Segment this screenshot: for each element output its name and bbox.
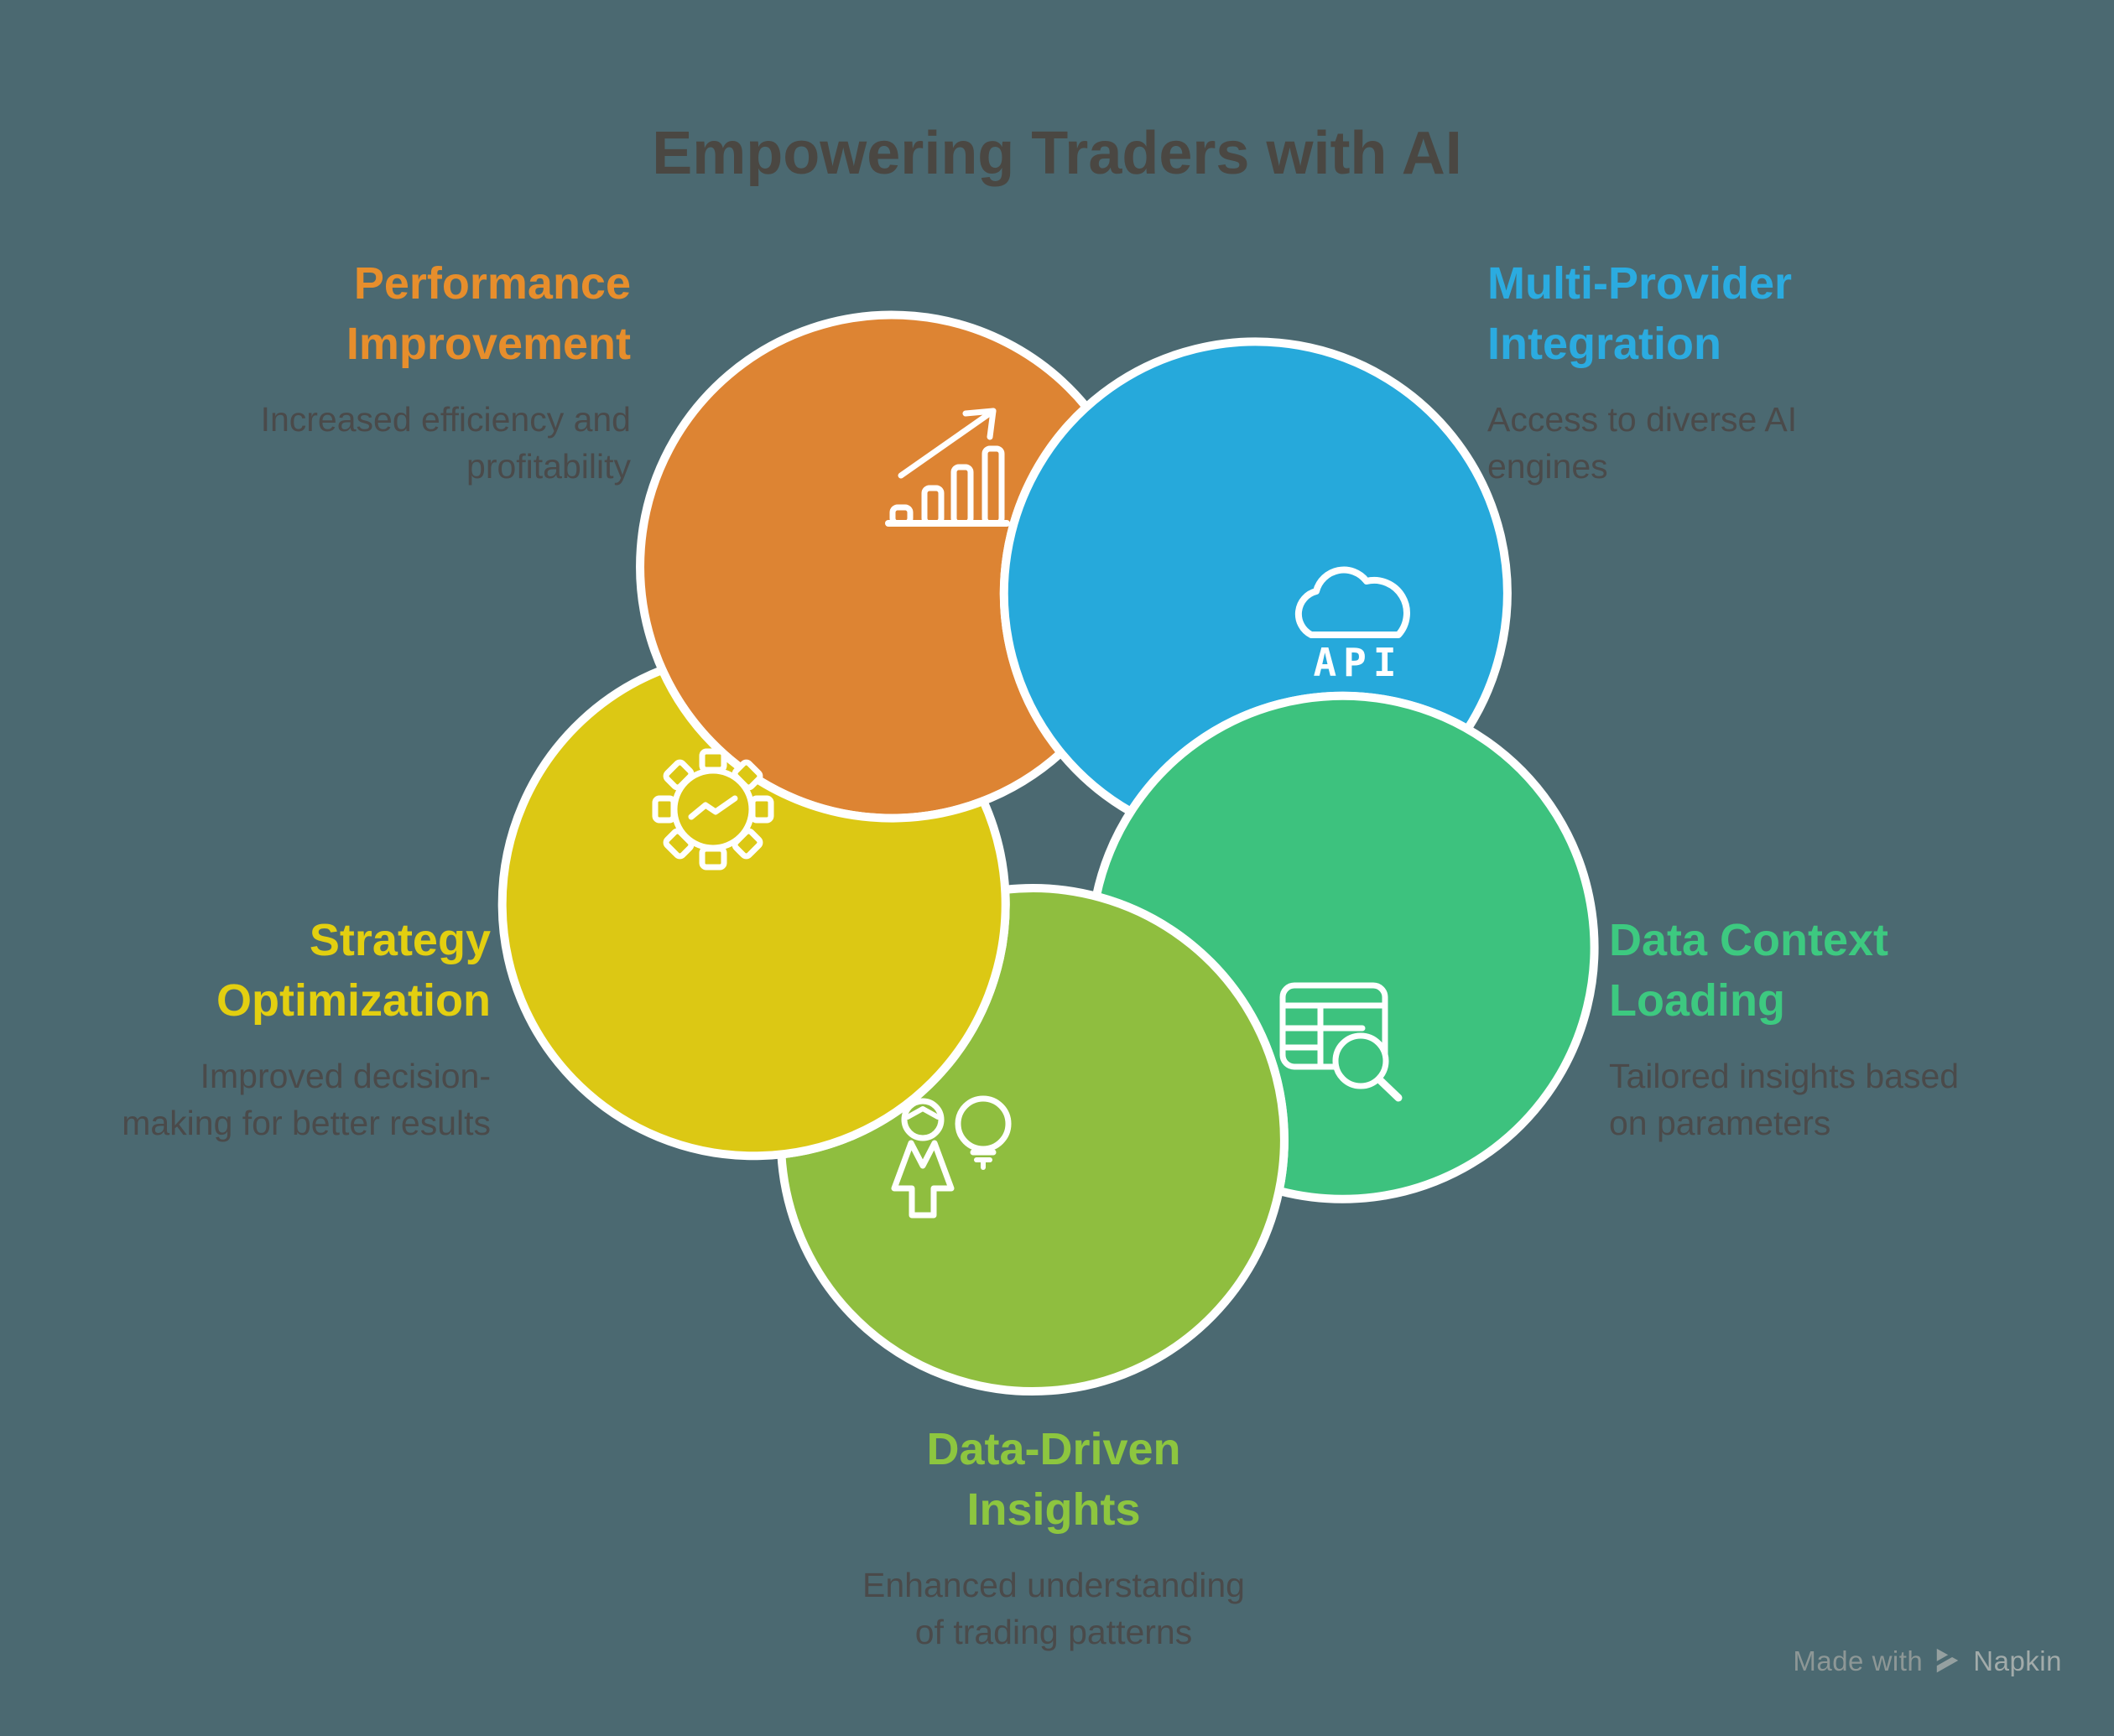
table-search-icon bbox=[1279, 982, 1403, 1102]
watermark-made-with: Made with bbox=[1793, 1645, 1924, 1676]
label-title: Data Context Loading bbox=[1609, 915, 1889, 1026]
label-body: Enhanced understanding of trading patter… bbox=[862, 1566, 1245, 1651]
label-strategy-optimization: Strategy Optimization Improved decision-… bbox=[63, 910, 491, 1146]
label-data-context-loading: Data Context Loading Tailored insights b… bbox=[1609, 910, 2045, 1146]
label-title: Performance Improvement bbox=[346, 258, 631, 369]
napkin-logo-icon bbox=[1934, 1648, 1962, 1676]
label-body: Access to diverse AI engines bbox=[1487, 400, 1798, 486]
label-title: Data-Driven Insights bbox=[926, 1424, 1181, 1535]
label-data-driven-insights: Data-Driven Insights Enhanced understand… bbox=[760, 1419, 1347, 1655]
gear-tooth bbox=[699, 845, 727, 871]
watermark-brand: Napkin bbox=[1973, 1645, 2062, 1676]
label-body: Improved decision- making for better res… bbox=[122, 1057, 491, 1142]
person-icon bbox=[891, 1098, 955, 1219]
label-body: Tailored insights based on parameters bbox=[1609, 1057, 1960, 1142]
pinwheel-petals bbox=[497, 310, 1599, 1396]
label-title: Multi-Provider Integration bbox=[1487, 258, 1793, 369]
cloud-api-icon: API bbox=[1294, 566, 1410, 685]
label-body: Increased efficiency and profitability bbox=[260, 400, 631, 486]
page-title: Empowering Traders with AI bbox=[652, 120, 1462, 187]
gear-tooth bbox=[652, 795, 677, 824]
lightbulb-icon bbox=[955, 1095, 1012, 1170]
gear-tooth bbox=[749, 795, 774, 824]
gear-tooth bbox=[699, 748, 727, 773]
label-performance-improvement: Performance Improvement Increased effici… bbox=[237, 253, 631, 490]
label-multi-provider-integration: Multi-Provider Integration Access to div… bbox=[1487, 253, 1898, 490]
api-label: API bbox=[1313, 640, 1403, 685]
person-idea-icon bbox=[891, 1095, 1012, 1219]
label-title: Strategy Optimization bbox=[216, 915, 491, 1026]
watermark: Made with Napkin bbox=[1793, 1645, 2062, 1677]
growth-bar-chart-icon bbox=[885, 408, 1010, 527]
gear-analytics-icon bbox=[652, 748, 774, 871]
